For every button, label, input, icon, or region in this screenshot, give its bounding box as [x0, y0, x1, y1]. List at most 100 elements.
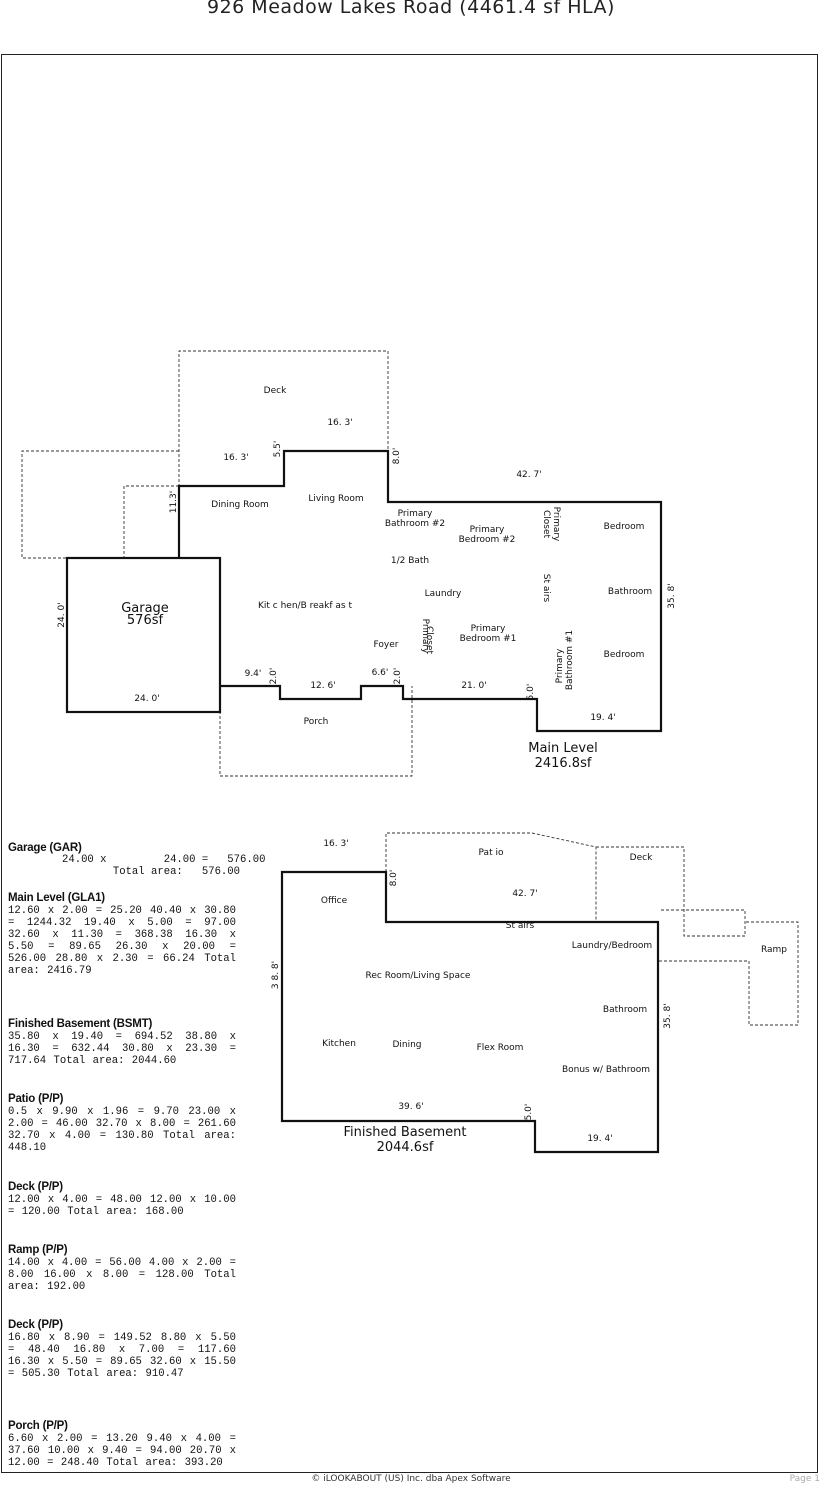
label-bsmt-dining: Dining — [392, 1040, 421, 1050]
area-body: 0.5 x 9.90 x 1.96 = 9.70 23.00 x 2.00 = … — [8, 1106, 236, 1154]
area-body: 24.00 x 24.00 = 576.00 Total area: 576.0… — [62, 854, 266, 878]
dim-19-4: 19. 4' — [590, 713, 615, 723]
dim-5-5: 5.5' — [273, 441, 283, 458]
label-garage-area: 576sf — [127, 613, 164, 628]
label-foyer: Foyer — [374, 640, 399, 650]
area-calc-ramp: Ramp (P/P) 14.00 x 4.00 = 56.00 4.00 x 2… — [8, 1244, 236, 1293]
basement-plan: 16. 3' Pat io Deck 8.0' 42. 7' Office St… — [271, 832, 799, 1155]
area-calc-patio: Patio (P/P) 0.5 x 9.90 x 1.96 = 9.70 23.… — [8, 1093, 236, 1154]
label-main-level: Main Level — [528, 741, 597, 756]
dim-21-0: 21. 0' — [461, 681, 486, 691]
label-patio: Pat io — [479, 848, 504, 858]
dim-bsmt-5-0: 5.0' — [524, 1104, 534, 1121]
dim-35-8: 35. 8' — [667, 583, 677, 608]
label-basement-area: 2044.6sf — [377, 1140, 434, 1155]
label-bedroom-upper: Bedroom — [604, 522, 645, 532]
label-bsmt-kitchen: Kitchen — [322, 1039, 356, 1049]
label-finished-basement: Finished Basement — [343, 1125, 466, 1140]
label-flex-room: Flex Room — [477, 1043, 524, 1053]
area-calc-deck-1: Deck (P/P) 12.00 x 4.00 = 48.00 12.00 x … — [8, 1181, 236, 1218]
label-bsmt-deck: Deck — [630, 853, 653, 863]
label-bedroom-lower: Bedroom — [604, 650, 645, 660]
label-ramp: Ramp — [761, 945, 787, 955]
area-calc-garage: Garage (GAR) 24.00 x 24.00 = 576.00 Tota… — [8, 842, 265, 878]
area-body: 14.00 x 4.00 = 56.00 4.00 x 2.00 = 8.00 … — [8, 1257, 236, 1293]
basement-outline — [280, 870, 660, 1154]
label-bonus-bathroom: Bonus w/ Bathroom — [562, 1065, 650, 1075]
label-deck: Deck — [264, 386, 287, 396]
area-heading: Ramp (P/P) — [8, 1244, 68, 1256]
area-heading: Garage (GAR) — [8, 842, 82, 854]
label-primary-bedroom-2b: Bedroom #2 — [459, 535, 516, 545]
label-primary-closet-a: Primary — [551, 507, 561, 542]
page-title: 926 Meadow Lakes Road (4461.4 sf HLA) — [207, 0, 615, 18]
page-number: Page 1 — [789, 1474, 820, 1484]
label-half-bath: 1/2 Bath — [391, 556, 429, 566]
dim-16-3-left: 16. 3' — [223, 453, 248, 463]
dim-bsmt-8-0: 8.0' — [389, 870, 399, 887]
footer-copyright: © iLOOKABOUT (US) Inc. dba Apex Software — [311, 1474, 511, 1484]
dim-bsmt-35-8: 35. 8' — [663, 1003, 673, 1028]
dim-42-7: 42. 7' — [516, 470, 541, 480]
label-primary-closet-2b: Closet — [424, 626, 434, 655]
ramp-outline — [659, 921, 799, 1026]
label-kitchen-breakfast: Kit c hen/B reakf as t — [258, 601, 352, 611]
label-primary-bathroom-1b: Bathroom #1 — [565, 630, 575, 690]
label-bsmt-bathroom: Bathroom — [603, 1005, 647, 1015]
label-office: Office — [321, 896, 348, 906]
label-living-room: Living Room — [308, 494, 363, 504]
area-heading: Deck (P/P) — [8, 1181, 63, 1193]
area-body: 16.80 x 8.90 = 149.52 8.80 x 5.50 = 48.4… — [8, 1332, 236, 1380]
dim-12-6: 12. 6' — [310, 681, 335, 691]
area-body: 6.60 x 2.00 = 13.20 9.40 x 4.00 = 37.60 … — [8, 1433, 236, 1469]
label-porch: Porch — [304, 717, 329, 727]
dim-6-6: 6.6' — [372, 668, 389, 678]
label-stairs: St airs — [541, 574, 551, 603]
dim-16-3-top: 16. 3' — [327, 418, 352, 428]
label-laundry-bedroom: Laundry/Bedroom — [572, 941, 652, 951]
area-calc-main-level: Main Level (GLA1) 12.60 x 2.00 = 25.20 4… — [8, 892, 236, 977]
garage-outline — [65, 556, 222, 714]
dim-5-0: 5.0' — [526, 684, 536, 701]
area-heading: Porch (P/P) — [8, 1420, 68, 1432]
area-heading: Finished Basement (BSMT) — [8, 1018, 153, 1030]
area-body: 12.00 x 4.00 = 48.00 12.00 x 10.00 = 120… — [8, 1194, 236, 1218]
label-primary-bedroom-1a: Primary — [471, 624, 506, 634]
label-laundry: Laundry — [425, 589, 462, 599]
label-primary-bedroom-2a: Primary — [470, 525, 505, 535]
dim-2-0-b: 2.0' — [393, 668, 403, 685]
label-primary-bathroom-2b: Bathroom #2 — [385, 519, 445, 529]
area-calc-basement: Finished Basement (BSMT) 35.80 x 19.40 =… — [8, 1018, 236, 1067]
label-bathroom: Bathroom — [608, 587, 652, 597]
label-primary-bathroom-2a: Primary — [398, 509, 433, 519]
label-dining-room: Dining Room — [211, 500, 269, 510]
dim-24-0-horizontal: 24. 0' — [134, 694, 159, 704]
area-line: Total area: 576.00 — [62, 866, 241, 878]
drawing-frame — [1, 54, 818, 1473]
area-body: 35.80 x 19.40 = 694.52 38.80 x 16.30 = 6… — [8, 1031, 236, 1067]
label-bsmt-stairs: St airs — [506, 921, 535, 931]
area-heading: Deck (P/P) — [8, 1319, 63, 1331]
area-calc-porch: Porch (P/P) 6.60 x 2.00 = 13.20 9.40 x 4… — [8, 1420, 236, 1469]
main-level-outline — [177, 449, 663, 733]
area-line: 24.00 x 24.00 = 576.00 — [62, 854, 266, 866]
area-calc-deck-2: Deck (P/P) 16.80 x 8.90 = 149.52 8.80 x … — [8, 1319, 236, 1380]
dim-11-3: 11.3' — [169, 491, 179, 514]
area-heading: Patio (P/P) — [8, 1093, 64, 1105]
dim-2-0-a: 2.0' — [269, 668, 279, 685]
area-heading: Main Level (GLA1) — [8, 892, 105, 904]
dim-bsmt-42-7: 42. 7' — [512, 889, 537, 899]
basement-deck-outline — [596, 846, 746, 937]
patio-outline — [385, 832, 597, 922]
main-level-plan: Deck 16. 3' 16. 3' 5.5' 8.0' 42. 7' 11.3… — [21, 350, 677, 777]
dim-8-0: 8.0' — [392, 448, 402, 465]
main-deck-outline — [21, 350, 389, 559]
dim-24-0-vertical: 24. 0' — [57, 602, 67, 627]
label-rec-room: Rec Room/Living Space — [366, 971, 471, 981]
dim-bsmt-38-8: 3 8. 8' — [271, 961, 281, 989]
area-body: 12.60 x 2.00 = 25.20 40.40 x 30.80 = 124… — [8, 905, 236, 977]
dim-9-4: 9.4' — [245, 669, 262, 679]
label-primary-closet-b: Closet — [541, 510, 551, 539]
label-primary-closet-2a: Primary — [420, 619, 430, 654]
